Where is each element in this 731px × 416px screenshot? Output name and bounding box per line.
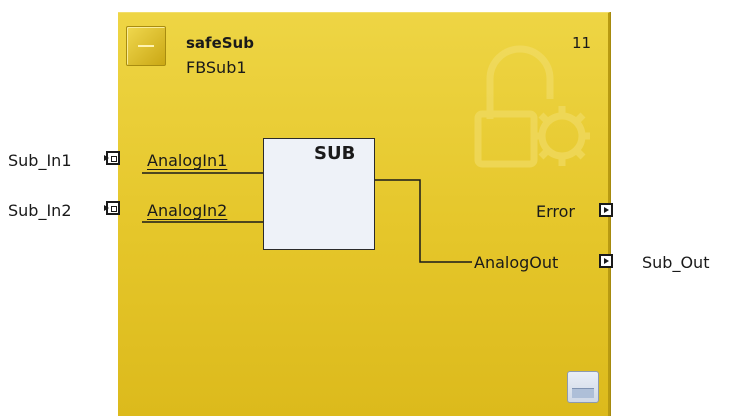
block-type-name: safeSub xyxy=(186,34,254,52)
output-port-icon[interactable] xyxy=(599,203,613,217)
wire-analogout xyxy=(374,179,472,263)
execution-order-number: 11 xyxy=(572,34,592,52)
output-pin-label: Error xyxy=(536,202,575,221)
input-port-icon[interactable] xyxy=(104,151,120,165)
function-block-icon xyxy=(126,26,166,66)
sub-function-title: SUB xyxy=(314,143,356,164)
output-port-icon[interactable] xyxy=(599,254,613,268)
output-pin-label: AnalogOut xyxy=(474,253,559,272)
collapse-icon[interactable] xyxy=(567,371,599,403)
external-input-label: Sub_In2 xyxy=(8,201,72,220)
block-instance-name[interactable]: FBSub1 xyxy=(186,58,247,77)
sub-function-box[interactable] xyxy=(263,138,375,250)
input-pin-label: AnalogIn2 xyxy=(147,201,228,220)
external-input-label: Sub_In1 xyxy=(8,151,72,170)
input-pin-label: AnalogIn1 xyxy=(147,151,228,170)
external-output-label: Sub_Out xyxy=(642,253,710,272)
input-port-icon[interactable] xyxy=(104,201,120,215)
safety-gear-lock-icon xyxy=(474,45,590,168)
